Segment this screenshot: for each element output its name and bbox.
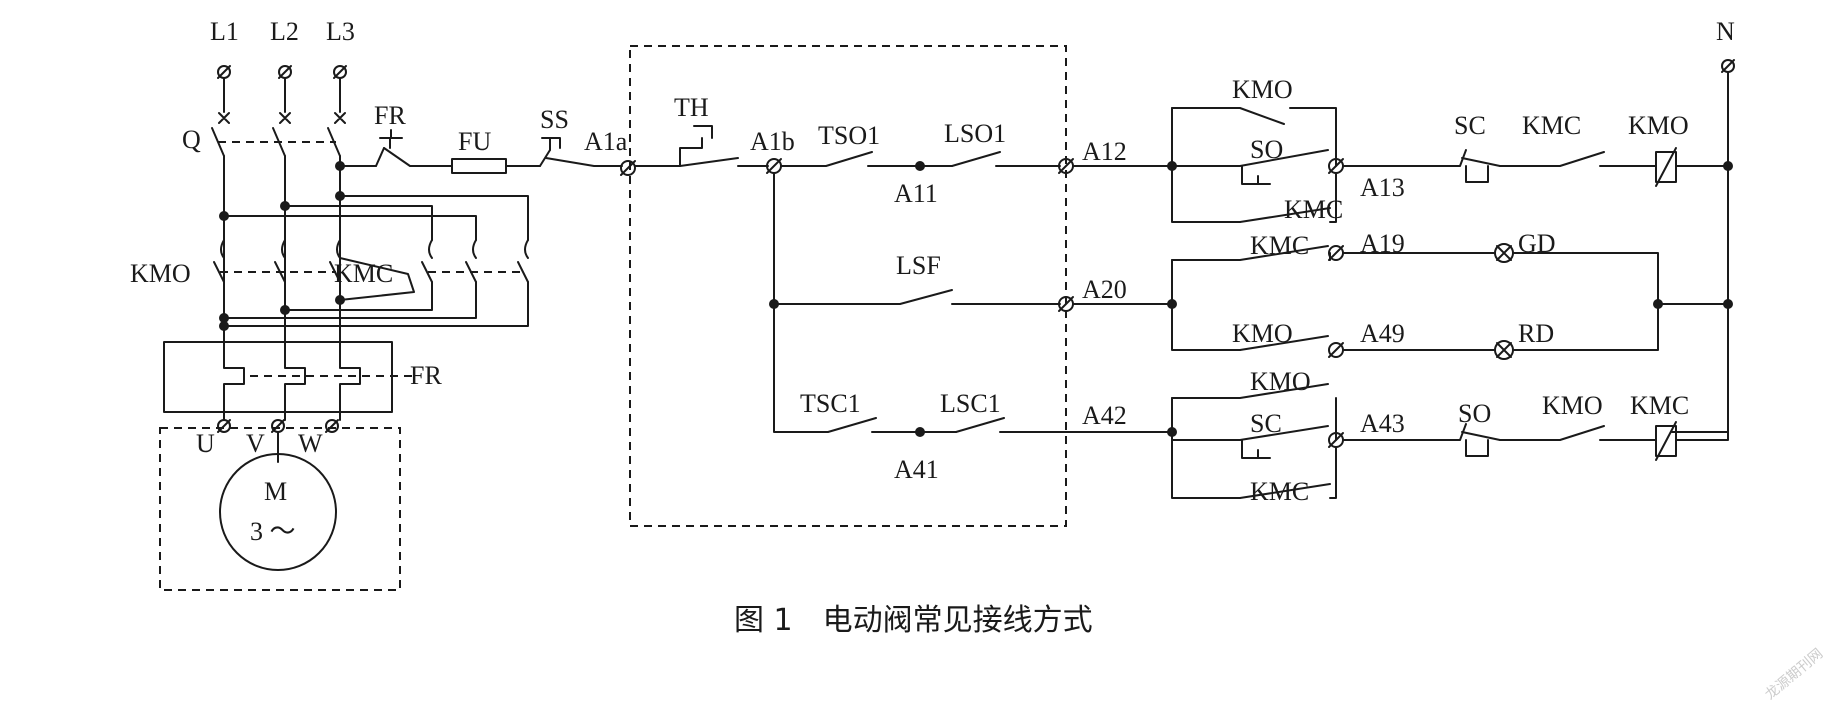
label-KMC-main: KMC	[334, 259, 393, 288]
label-SO-switch2: SO	[1458, 399, 1491, 428]
label-M: M	[264, 477, 287, 506]
label-FR-control: FR	[374, 101, 406, 130]
terminal-V	[271, 419, 285, 433]
terminal-W	[325, 419, 339, 433]
label-TSC1: TSC1	[800, 389, 861, 418]
figure-caption: 图 1 电动阀常见接线方式	[734, 603, 1093, 638]
label-LSO1: LSO1	[944, 119, 1006, 148]
lamp-GD	[1494, 243, 1514, 263]
label-SC-switch1: SC	[1454, 111, 1486, 140]
valve-boundary-box	[629, 45, 1067, 527]
terminal-L3	[333, 65, 347, 79]
label-A42: A42	[1082, 401, 1127, 430]
label-FR-main: FR	[410, 361, 442, 390]
label-A41: A41	[894, 455, 939, 484]
label-KMO-coil: KMO	[1628, 111, 1689, 140]
label-KMO-aux1: KMO	[1232, 75, 1293, 104]
terminal-A1a	[620, 160, 636, 176]
label-A43: A43	[1360, 409, 1405, 438]
terminal-A1b	[766, 158, 782, 174]
motor-circle	[219, 453, 337, 571]
label-A13: A13	[1360, 173, 1405, 202]
label-LSF: LSF	[896, 251, 941, 280]
terminal-U	[217, 419, 231, 433]
label-N: N	[1716, 17, 1735, 46]
label-LSC1: LSC1	[940, 389, 1001, 418]
terminal-A19	[1328, 245, 1344, 261]
watermark: 龙源期刊网	[1762, 646, 1826, 703]
label-SO-contact1: SO	[1250, 135, 1283, 164]
label-M-phase: 3 ～	[250, 517, 296, 546]
label-TSO1: TSO1	[818, 121, 880, 150]
label-SS: SS	[540, 105, 569, 134]
label-KMC-aux2: KMC	[1250, 231, 1309, 260]
terminal-A49	[1328, 342, 1344, 358]
label-L3: L3	[326, 17, 355, 46]
label-TH: TH	[674, 93, 709, 122]
label-L2: L2	[270, 17, 299, 46]
label-W: W	[298, 429, 323, 458]
label-KMC-coil: KMC	[1630, 391, 1689, 420]
label-A19: A19	[1360, 229, 1405, 258]
label-A1a: A1a	[584, 127, 628, 156]
motor-enclosure	[159, 427, 401, 591]
lamp-RD	[1494, 340, 1514, 360]
label-A20: A20	[1082, 275, 1127, 304]
terminal-N	[1721, 59, 1735, 73]
label-RD: RD	[1518, 319, 1554, 348]
labels: L1 L2 L3 N Q FR FU SS A1a TH A1b TSO1 LS…	[130, 17, 1735, 546]
label-Q: Q	[182, 125, 201, 154]
label-A11: A11	[894, 179, 938, 208]
label-FU: FU	[458, 127, 491, 156]
fuse-FU	[451, 158, 507, 174]
label-KMO-aux2: KMO	[1232, 319, 1293, 348]
label-KMO-aux3: KMO	[1250, 367, 1311, 396]
label-KMC-nc1: KMC	[1522, 111, 1581, 140]
label-V: V	[246, 429, 265, 458]
label-L1: L1	[210, 17, 239, 46]
label-KMO-nc2: KMO	[1542, 391, 1603, 420]
label-A12: A12	[1082, 137, 1127, 166]
terminal-L2	[278, 65, 292, 79]
terminal-L1	[217, 65, 231, 79]
label-KMC-aux1: KMC	[1284, 195, 1343, 224]
label-A1b: A1b	[750, 127, 795, 156]
label-SC-contact2: SC	[1250, 409, 1282, 438]
label-A49: A49	[1360, 319, 1405, 348]
label-KMC-aux3: KMC	[1250, 477, 1309, 506]
label-GD: GD	[1518, 229, 1556, 258]
label-U: U	[196, 429, 215, 458]
control-circuit	[375, 45, 1735, 527]
power-circuit	[159, 65, 529, 591]
label-KMO-main: KMO	[130, 259, 191, 288]
